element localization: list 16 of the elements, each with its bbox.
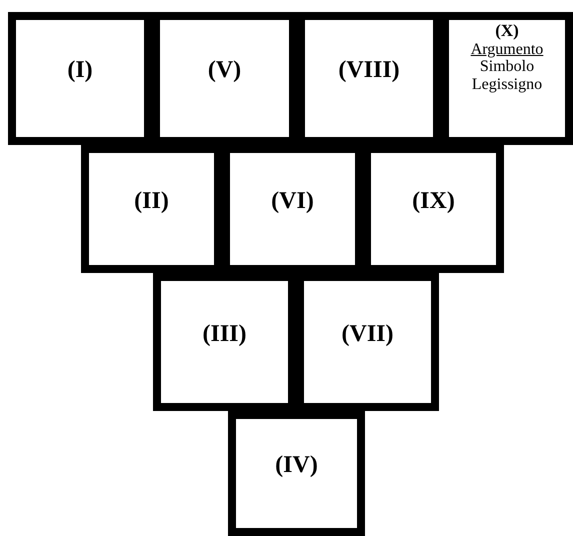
roman-numeral: (VI) bbox=[271, 188, 314, 214]
numbered-box bbox=[228, 411, 365, 536]
term-label: Legissigno bbox=[472, 76, 542, 94]
term-label: Argumento bbox=[470, 40, 544, 58]
roman-numeral: (III) bbox=[202, 320, 246, 348]
roman-numeral: (IV) bbox=[275, 452, 318, 479]
roman-numeral: (IX) bbox=[412, 188, 455, 214]
roman-numeral: (I) bbox=[67, 57, 93, 84]
roman-numeral: (V) bbox=[208, 57, 242, 84]
numbered-box bbox=[441, 12, 573, 145]
numbered-box bbox=[8, 12, 152, 145]
term-label: Simbolo bbox=[480, 58, 534, 76]
roman-numeral: (X) bbox=[495, 22, 519, 41]
roman-numeral: (VIII) bbox=[338, 57, 400, 84]
roman-numeral: (II) bbox=[134, 188, 169, 214]
roman-numeral: (VII) bbox=[342, 320, 394, 348]
